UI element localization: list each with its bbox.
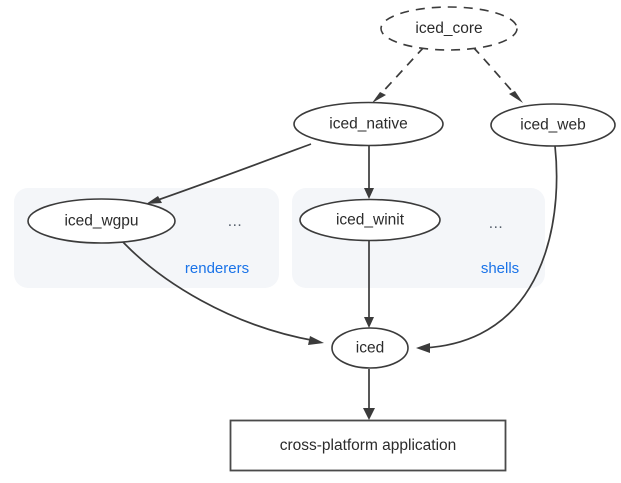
group-shells-ellipsis: ... bbox=[489, 215, 503, 232]
edge-iced-native-to-iced-wgpu-line bbox=[151, 143, 312, 203]
edge-iced-winit-to-iced-arrowhead bbox=[364, 317, 374, 328]
node-cross-platform-application-label: cross-platform application bbox=[280, 437, 457, 454]
node-iced[interactable]: iced bbox=[331, 327, 409, 369]
node-iced-wgpu-shape[interactable] bbox=[27, 198, 176, 244]
edge-iced-native-to-iced-wgpu bbox=[146, 143, 312, 204]
edge-iced-core-to-iced-web-arrowhead bbox=[509, 91, 523, 103]
edge-iced-web-to-iced bbox=[416, 145, 558, 353]
node-iced-wgpu-label: iced_wgpu bbox=[64, 213, 138, 230]
node-iced-native-label: iced_native bbox=[329, 116, 407, 133]
group-renderers-label: renderers bbox=[185, 260, 249, 277]
node-iced-shape[interactable] bbox=[331, 327, 409, 369]
edge-iced-to-application-arrowhead bbox=[363, 408, 375, 420]
edge-iced-core-to-iced-native-line bbox=[375, 46, 425, 100]
group-shells-label: shells bbox=[481, 260, 519, 277]
node-iced-winit[interactable]: iced_winit bbox=[299, 198, 441, 242]
node-iced-winit-label: iced_winit bbox=[336, 212, 405, 229]
node-cross-platform-application-shape[interactable] bbox=[229, 419, 507, 472]
edge-iced-web-to-iced-arrowhead bbox=[416, 343, 430, 353]
edge-iced-native-to-iced-wgpu-arrowhead bbox=[146, 196, 162, 204]
edge-iced-to-application bbox=[363, 369, 375, 420]
group-renderers-ellipsis: ... bbox=[228, 213, 242, 230]
edge-iced-core-to-iced-web bbox=[472, 46, 523, 103]
node-iced-label: iced bbox=[356, 340, 384, 357]
edge-iced-web-to-iced-line bbox=[423, 145, 558, 349]
edge-iced-native-to-iced-winit bbox=[364, 146, 374, 199]
node-iced-native[interactable]: iced_native bbox=[293, 101, 444, 147]
edge-iced-winit-to-iced bbox=[364, 241, 374, 328]
node-iced-winit-shape[interactable] bbox=[299, 198, 441, 242]
node-iced-wgpu[interactable]: iced_wgpu bbox=[27, 198, 176, 244]
edge-iced-core-to-iced-native bbox=[372, 46, 425, 103]
node-iced-core[interactable]: iced_core bbox=[380, 6, 518, 51]
node-iced-core-label: iced_core bbox=[415, 20, 482, 37]
edge-iced-wgpu-to-iced-line bbox=[121, 240, 317, 342]
node-iced-web[interactable]: iced_web bbox=[490, 103, 616, 147]
node-iced-web-shape[interactable] bbox=[490, 103, 616, 147]
edge-iced-core-to-iced-native-arrowhead bbox=[372, 92, 386, 103]
node-iced-core-shape[interactable] bbox=[380, 6, 518, 51]
edge-iced-wgpu-to-iced bbox=[121, 240, 324, 345]
edge-iced-core-to-iced-web-line bbox=[472, 46, 520, 100]
node-iced-web-label: iced_web bbox=[520, 117, 586, 134]
edge-iced-wgpu-to-iced-arrowhead bbox=[308, 336, 324, 345]
node-cross-platform-application[interactable]: cross-platform application bbox=[229, 419, 507, 472]
edge-iced-native-to-iced-winit-arrowhead bbox=[364, 188, 374, 199]
node-iced-native-shape[interactable] bbox=[293, 101, 444, 147]
